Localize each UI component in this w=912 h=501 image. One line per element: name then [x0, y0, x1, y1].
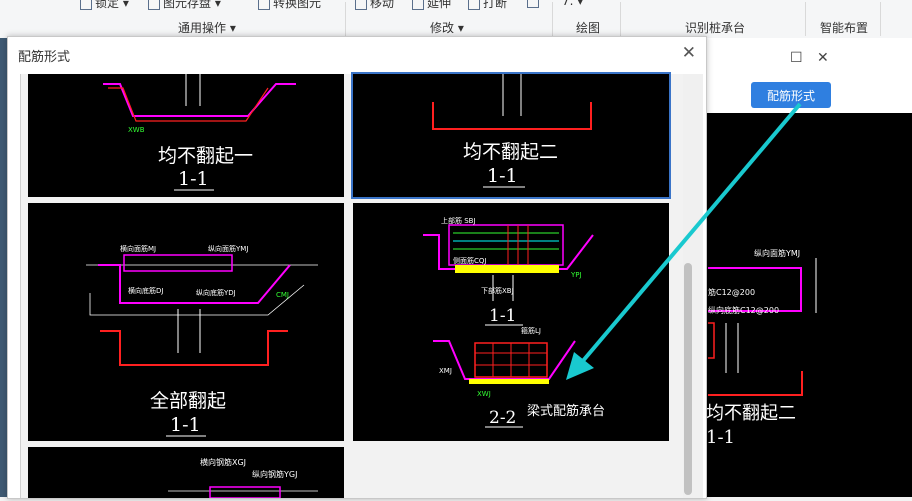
tile-drawing: 均不翻起二 1-1 — [432, 74, 592, 188]
cad-label: 上部筋 SBJ — [441, 216, 476, 225]
tile-section: 1-1 — [178, 168, 209, 190]
group-draw: 绘图 — [576, 21, 601, 35]
cad-line — [100, 330, 288, 366]
form-tile-no-bend-2[interactable]: 均不翻起二 1-1 — [351, 72, 671, 199]
group-identify-pile-cap: 识别桩承台 — [685, 21, 746, 35]
cad-label: XWB — [128, 126, 145, 134]
divider — [345, 2, 346, 36]
cad-line — [433, 340, 576, 380]
background-cad-drawing: 纵向面筋YMJ 筋C12@200 纵向底筋C12@200 均不翻起二 1-1 — [706, 248, 817, 448]
form-tile-5[interactable]: 横向钢筋XGJ 纵向钢筋YGJ — [28, 447, 344, 498]
left-panel-strip — [0, 38, 7, 497]
cad-label: 横向底筋DJ — [128, 286, 163, 295]
cad-label: 纵向钢筋YGJ — [252, 469, 297, 479]
cad-label: YPJ — [570, 271, 582, 279]
cad-line — [123, 254, 233, 272]
maximize-icon[interactable]: ☐ — [790, 50, 803, 66]
edit-icon — [527, 0, 539, 8]
cad-title: 均不翻起二 — [706, 403, 796, 424]
cad-line — [89, 284, 305, 316]
close-icon[interactable]: ✕ — [681, 43, 696, 63]
cad-label: CMJ — [276, 291, 289, 299]
form-tile-no-bend-1[interactable]: XWB 均不翻起一 1-1 — [28, 74, 344, 197]
cad-label: 筋C12@200 — [708, 287, 755, 297]
cad-line — [103, 83, 296, 117]
tile-drawing: 横向面筋MJ 纵向面筋YMJ 横向底筋DJ 纵向底筋YDJ CMJ 全部翻起 1… — [86, 244, 318, 437]
break-icon — [468, 0, 480, 10]
background-cad-preview: 纵向面筋YMJ 筋C12@200 纵向底筋C12@200 均不翻起二 1-1 — [706, 113, 912, 497]
dialog-title: 配筋形式 — [18, 50, 71, 65]
tile-section: 1-1 — [170, 414, 201, 436]
tile-section: 1-1 — [487, 165, 518, 187]
tile-title: 全部翻起 — [150, 390, 226, 412]
move-button[interactable]: 移动 — [355, 0, 394, 11]
tile-title: 均不翻起二 — [463, 141, 558, 163]
divider — [880, 2, 881, 36]
cad-label: XWJ — [477, 390, 491, 398]
tile-drawing: 上部筋 SBJ 侧面筋CQJ 下部筋XBJ YPJ 1-1 箍筋LJ XMJ X… — [423, 216, 605, 428]
cad-label: 箍筋LJ — [521, 326, 541, 335]
cad-line — [98, 264, 291, 304]
tile-drawing: XWB 均不翻起一 1-1 — [103, 74, 296, 191]
divider — [552, 2, 553, 36]
cad-line — [708, 322, 715, 359]
cad-section: 1-1 — [706, 427, 735, 448]
cad-line — [108, 87, 269, 122]
divider — [620, 2, 621, 36]
group-general-ops: 通用操作 ▾ — [178, 21, 236, 35]
cad-label: XMJ — [439, 367, 452, 375]
move-icon — [355, 0, 367, 10]
form-tile-all-bend[interactable]: 横向面筋MJ 纵向面筋YMJ 横向底筋DJ 纵向底筋YDJ CMJ 全部翻起 1… — [28, 203, 344, 441]
cad-label: 横向面筋MJ — [120, 244, 156, 253]
tile-section-2: 2-2 — [489, 408, 516, 428]
tile-title: 梁式配筋承台 — [527, 403, 605, 419]
form-list: XWB 均不翻起一 1-1 均不翻起二 1-1 — [20, 72, 683, 498]
reinforcement-form-dialog: 配筋形式 ✕ XWB 均不翻起一 1-1 均不翻起二 1-1 — [7, 36, 707, 499]
divider — [805, 2, 806, 36]
save-element-button[interactable]: 图元存盘 ▾ — [148, 0, 221, 11]
form-tile-beam-cap[interactable]: 上部筋 SBJ 侧面筋CQJ 下部筋XBJ YPJ 1-1 箍筋LJ XMJ X… — [353, 203, 669, 441]
cad-label: 横向钢筋XGJ — [200, 457, 246, 467]
cad-line — [708, 371, 803, 396]
save-icon — [148, 0, 160, 10]
close-icon[interactable]: ✕ — [817, 50, 829, 66]
tile-title: 均不翻起一 — [158, 145, 253, 167]
cad-line — [455, 265, 559, 273]
ribbon-toolbar: 锁定 ▾ 图元存盘 ▾ 转换图元 移动 延伸 打断 7. ▾ 通用操作 ▾ 修改… — [0, 0, 912, 39]
scrollbar-thumb[interactable] — [684, 263, 692, 495]
draw-button[interactable]: 7. ▾ — [562, 0, 584, 8]
tile-drawing: 横向钢筋XGJ 纵向钢筋YGJ — [168, 457, 318, 498]
cad-line — [432, 102, 592, 130]
cad-label: 纵向底筋YDJ — [196, 288, 236, 297]
extend-button[interactable]: 延伸 — [412, 0, 451, 11]
group-smart-layout: 智能布置 — [820, 21, 869, 35]
cad-label: 纵向底筋C12@200 — [708, 305, 779, 315]
reinforcement-form-button[interactable]: 配筋形式 — [751, 82, 831, 108]
lock-button[interactable]: 锁定 ▾ — [80, 0, 129, 11]
tile-section: 1-1 — [489, 306, 516, 326]
cad-line — [469, 379, 549, 384]
edit-button[interactable] — [527, 0, 542, 8]
group-modify: 修改 ▾ — [430, 21, 464, 35]
convert-icon — [258, 0, 270, 10]
cad-label: 侧面筋CQJ — [453, 256, 486, 265]
extend-icon — [412, 0, 424, 10]
cad-label: 纵向面筋YMJ — [208, 244, 248, 253]
cad-label: 下部筋XBJ — [481, 286, 514, 295]
cad-line — [423, 234, 594, 270]
cad-line — [209, 486, 281, 498]
cad-label: 纵向面筋YMJ — [754, 248, 800, 258]
break-button[interactable]: 打断 — [468, 0, 507, 11]
convert-element-button[interactable]: 转换图元 — [258, 0, 321, 11]
lock-icon — [80, 0, 92, 10]
